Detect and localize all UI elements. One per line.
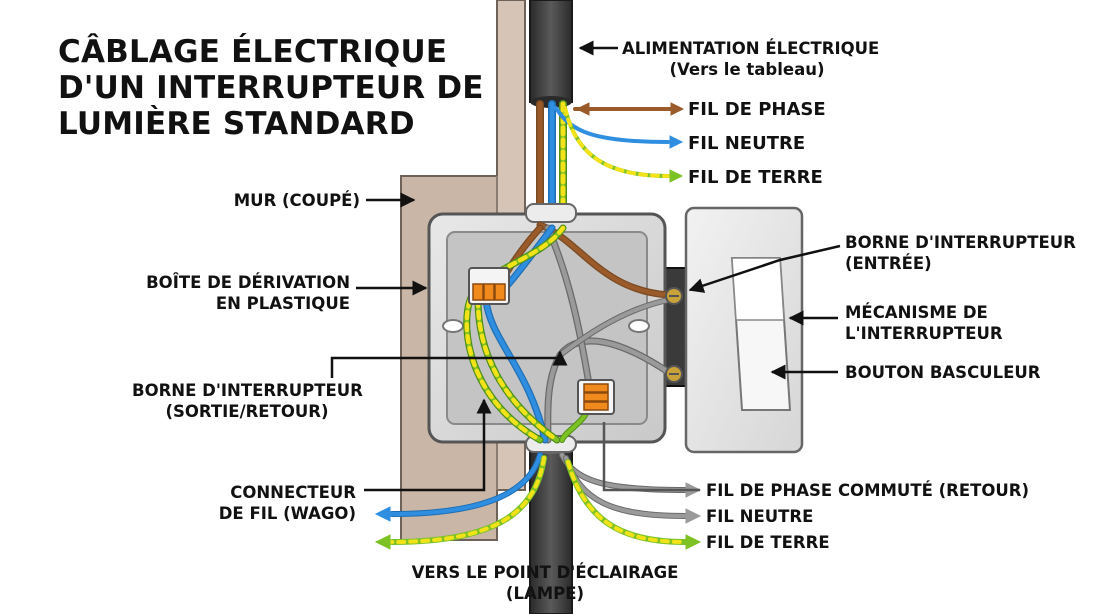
title-line-3: LUMIÈRE STANDARD [58, 106, 415, 142]
label-connecteur: CONNECTEUR DE FIL (WAGO) [200, 482, 356, 524]
title-line-1: CÂBLAGE ÉLECTRIQUE [58, 34, 448, 70]
label-borne-entree-line1: BORNE D'INTERRUPTEUR [845, 233, 1076, 252]
label-connecteur-line2: DE FIL (WAGO) [218, 504, 356, 523]
wago-connector-left [468, 267, 510, 305]
label-boite-line2: EN PLASTIQUE [215, 294, 350, 313]
label-borne-sortie: BORNE D'INTERRUPTEUR (SORTIE/RETOUR) [132, 380, 363, 422]
label-fil-terre-top: FIL DE TERRE [688, 167, 823, 188]
label-alimentation-line2: (Vers le tableau) [669, 60, 825, 79]
label-borne-entree: BORNE D'INTERRUPTEUR (ENTRÉE) [845, 232, 1076, 274]
title-line-2: D'UN INTERRUPTEUR DE [58, 70, 484, 106]
diagram-title: CÂBLAGE ÉLECTRIQUE D'UN INTERRUPTEUR DE … [58, 34, 484, 142]
label-borne-sortie-line1: BORNE D'INTERRUPTEUR [132, 381, 363, 400]
label-mecanisme: MÉCANISME DE L'INTERRUPTEUR [845, 302, 1003, 344]
switch-mechanism [661, 206, 804, 454]
label-fil-phase-top: FIL DE PHASE [688, 99, 826, 120]
label-bouton: BOUTON BASCULEUR [845, 363, 1041, 382]
label-eclairage-line2: (LAMPE) [505, 584, 585, 603]
label-eclairage-line1: VERS LE POINT D'ÉCLAIRAGE [411, 563, 679, 582]
label-mecanisme-line1: MÉCANISME DE [845, 303, 988, 322]
label-eclairage: VERS LE POINT D'ÉCLAIRAGE (LAMPE) [410, 562, 680, 604]
label-boite: BOÎTE DE DÉRIVATION EN PLASTIQUE [140, 272, 350, 314]
label-alimentation: ALIMENTATION ÉLECTRIQUE (Vers le tableau… [622, 38, 880, 80]
wago-connector-right [577, 379, 615, 415]
label-fil-terre-bottom: FIL DE TERRE [706, 533, 830, 552]
label-boite-line1: BOÎTE DE DÉRIVATION [146, 273, 350, 292]
leader-lines [330, 40, 841, 492]
label-borne-entree-line2: (ENTRÉE) [845, 254, 932, 273]
label-mur: MUR (COUPÉ) [233, 191, 360, 210]
top-wires [535, 100, 685, 219]
label-fil-neutre-top: FIL NEUTRE [688, 133, 806, 154]
label-connecteur-line1: CONNECTEUR [230, 483, 356, 502]
label-alimentation-line1: ALIMENTATION ÉLECTRIQUE [622, 39, 880, 58]
supply-cable [529, 0, 573, 108]
label-mecanisme-line2: L'INTERRUPTEUR [845, 324, 1003, 343]
label-fil-neutre-bottom: FIL NEUTRE [706, 507, 814, 526]
bottom-wires [374, 452, 702, 550]
label-borne-sortie-line2: (SORTIE/RETOUR) [165, 402, 329, 421]
switch-terminals [665, 287, 683, 383]
label-phase-commute: FIL DE PHASE COMMUTÉ (RETOUR) [706, 481, 1030, 500]
